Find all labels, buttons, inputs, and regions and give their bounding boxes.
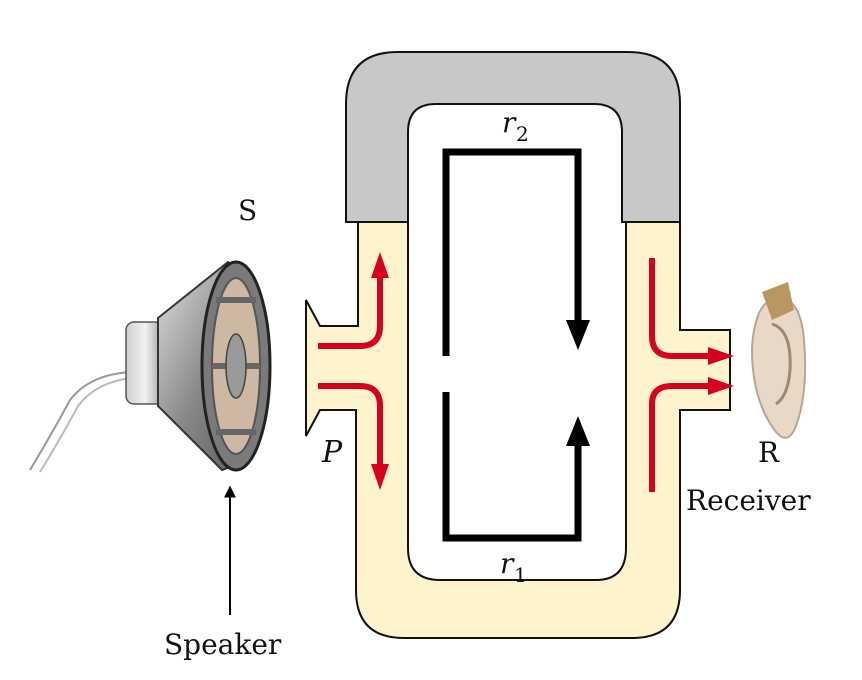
lower-path-arrowhead [566, 416, 590, 446]
speaker-dust-cap [225, 333, 247, 399]
path-label-r1: r 1 [500, 547, 527, 587]
sound-arrow-down-head [371, 464, 389, 490]
fixed-tube [305, 221, 731, 639]
sound-arrow-out-bottom [649, 383, 714, 492]
receiver-caption: Receiver [686, 484, 811, 517]
sound-arrow-out-top-head [708, 347, 734, 365]
speaker-letter: S [238, 194, 257, 227]
upper-path-arrowhead [566, 320, 590, 350]
tube-outer-wall [305, 221, 731, 639]
upper-path-line [442, 148, 582, 356]
path-lower-symbol: r [500, 547, 515, 580]
sliding-tube-body[interactable] [345, 51, 681, 223]
speaker-wire-2 [39, 377, 133, 473]
path-label-r2: r 2 [502, 106, 529, 146]
sound-arrow-down [318, 383, 383, 472]
sound-arrow-up [318, 270, 383, 349]
path-indicators [442, 148, 590, 542]
ear-icon [751, 282, 807, 439]
sound-arrow-out-top [649, 258, 714, 359]
ear-hair [762, 282, 794, 320]
receiver-letter: R [758, 436, 780, 469]
point-label: P [321, 435, 343, 470]
sound-arrows [318, 252, 734, 492]
sliding-tube[interactable] [345, 51, 681, 223]
lower-path-line [442, 392, 582, 542]
ear-outer [751, 297, 807, 439]
path-lower-subscript: 1 [514, 563, 527, 587]
ear-fold [771, 322, 792, 406]
speaker-caption: Speaker [164, 628, 282, 661]
sound-arrow-out-bottom-head [708, 377, 734, 395]
speaker-wire [29, 371, 133, 471]
path-upper-symbol: r [502, 106, 517, 139]
path-upper-subscript: 2 [516, 122, 529, 146]
sound-arrow-up-head [371, 252, 389, 278]
loudspeaker-icon [29, 260, 272, 473]
